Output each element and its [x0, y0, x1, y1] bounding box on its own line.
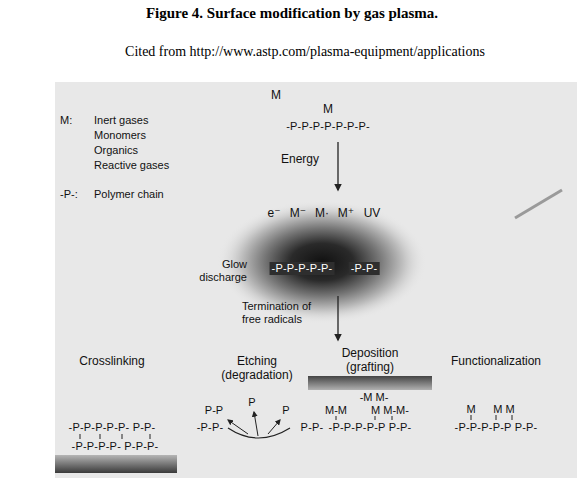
grafted-monomer: M M-M-: [371, 404, 409, 417]
figure-caption: Cited from http://www.astp.com/plasma-eq…: [125, 43, 485, 60]
polymer-chain: -P-P-P-P-P P-P-: [329, 421, 412, 434]
gas-type: Inert gases: [94, 114, 148, 127]
graft-bonds: [336, 416, 392, 420]
monomer-symbol: M: [323, 102, 333, 116]
polymer-chain: -P-P-: [349, 262, 380, 275]
polymer-chain: -P-P-P-P-P-: [270, 262, 335, 275]
legend-key: M:: [60, 114, 72, 127]
deposited-layer: -M M-: [360, 391, 389, 404]
energy-arrow: [337, 142, 338, 190]
gas-type: Reactive gases: [94, 159, 169, 172]
functional-group: M: [466, 403, 475, 416]
chain-fragment: P: [248, 396, 255, 409]
plasma-species: e⁻: [267, 206, 280, 220]
plasma-species: M⁻: [290, 206, 306, 220]
legend-key: -P-:: [60, 188, 78, 201]
plasma-species: UV: [364, 206, 381, 220]
etch-arrows: [228, 412, 280, 436]
deposition-layer: [308, 376, 432, 390]
function-bonds: [471, 415, 512, 420]
monomer-symbol: M: [271, 88, 281, 102]
polymer-chain: -P-P-P-P-P-P-P-: [286, 120, 370, 133]
gas-type: Organics: [94, 144, 138, 157]
mode-title: Crosslinking: [79, 354, 144, 368]
termination-arrow: [337, 296, 338, 340]
polymer-chain: -P-P-P-P- P-P-P-: [72, 440, 159, 453]
chain-fragment: P: [282, 404, 289, 417]
mode-title: Deposition (grafting): [330, 346, 410, 374]
plasma-species: M·: [315, 206, 329, 220]
gas-type: Monomers: [94, 129, 146, 142]
figure-title: Figure 4. Surface modification by gas pl…: [146, 4, 438, 22]
polymer-chain: -P-P-: [197, 421, 224, 434]
functional-group: M M: [493, 403, 514, 416]
polymer-chain: -P-P-P-P-P P-P-: [455, 421, 538, 434]
process-step: Termination of free radicals: [242, 300, 332, 326]
crosslink-band: [55, 455, 177, 473]
scan-ground: [55, 82, 577, 478]
glow-label: Glow discharge: [195, 258, 247, 284]
legend-text: Polymer chain: [94, 188, 164, 201]
grafted-monomer: M-M: [325, 404, 347, 417]
chain-fragment: P-P: [205, 404, 223, 417]
crosslink-bonds: [80, 434, 150, 439]
polymer-chain: P-P-: [301, 421, 324, 434]
polymer-chain: -P-P-P-P-P- P-P-: [69, 421, 156, 434]
scan-streak: [515, 190, 562, 218]
mode-title: Functionalization: [451, 354, 541, 368]
mode-title: Etching (degradation): [215, 354, 299, 382]
process-step: Energy: [281, 152, 319, 166]
plasma-species: M⁺: [338, 206, 354, 220]
etch-pit: [228, 428, 290, 438]
